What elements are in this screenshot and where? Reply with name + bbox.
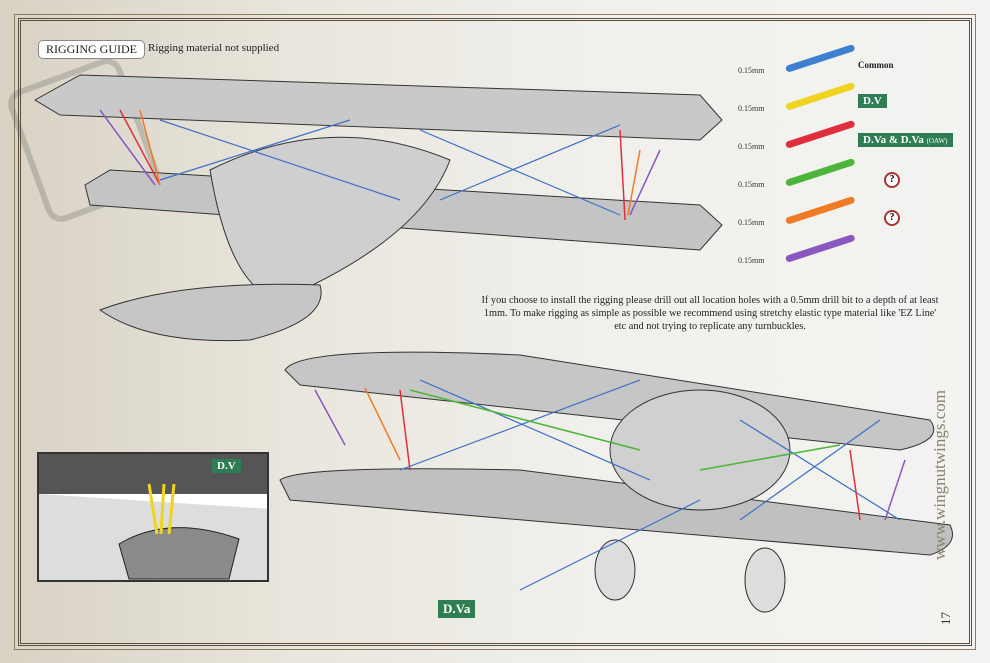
rigging-guide-label: RIGGING GUIDE (38, 40, 145, 59)
cockpit-detail-inset (37, 452, 269, 582)
dva-callout-tag: D.Va (438, 600, 476, 618)
oaw-suffix: (OAW) (926, 137, 948, 145)
cockpit-illustration (39, 454, 267, 580)
dva-tag: D.Va & D.Va (OAW) (858, 133, 953, 147)
green-rod-swatch (784, 157, 856, 187)
instructions-text: If you choose to install the rigging ple… (481, 295, 939, 332)
question-mark-icon: ? (884, 210, 900, 226)
common-label: Common (858, 60, 894, 70)
rigging-note: Rigging material not supplied (148, 42, 280, 54)
page-number: 17 (938, 612, 953, 625)
question-mark-icon: ? (884, 172, 900, 188)
yellow-rod-swatch (784, 81, 856, 111)
inset-dv-tag: D.V (212, 459, 241, 473)
orange-rod-swatch (784, 195, 856, 225)
size-label: 0.15mm (738, 104, 765, 113)
red-rod-swatch (784, 119, 856, 149)
size-label: 0.15mm (738, 256, 765, 265)
website-text: www.wingnutwings.com (930, 390, 949, 560)
size-label: 0.15mm (738, 142, 765, 151)
dva-tag-text: D.Va & D.Va (863, 134, 924, 146)
page-border (14, 14, 976, 650)
size-label: 0.15mm (738, 66, 765, 75)
size-label: 0.15mm (738, 180, 765, 189)
purple-rod-swatch (784, 233, 856, 263)
dv-tag: D.V (858, 94, 887, 108)
rigging-material-legend: 0.15mm Common 0.15mm D.V 0.15mm D.Va & D… (738, 40, 978, 270)
size-label: 0.15mm (738, 218, 765, 227)
blue-rod-swatch (784, 43, 856, 73)
